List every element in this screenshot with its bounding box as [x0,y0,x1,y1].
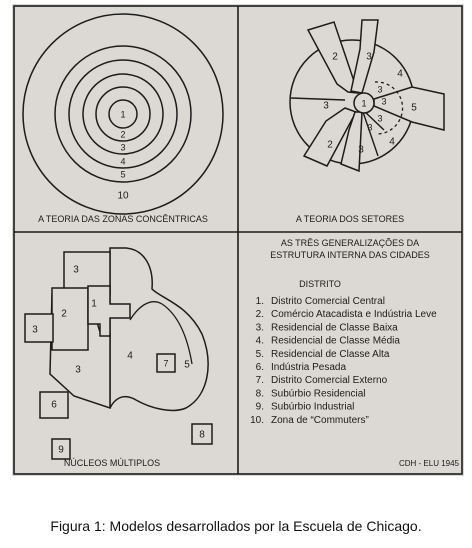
ring-zone-2 [95,86,151,142]
nuclei-label: 5 [184,360,190,371]
nuclei-label: 9 [58,445,64,456]
sector-wedge-3-upper [350,19,379,94]
sector-label: 3 [323,101,329,112]
legend-item-number: 7. [256,375,264,386]
sector-model: 1 2 3 4 5 3 3 3 4 3 2 3 3 A TEORIA DOS S… [289,19,445,224]
sector-divider [363,110,385,131]
nuclei-label: 3 [32,325,38,336]
nuclei-zone-4-outline [109,247,209,412]
sector-label: 3 [366,52,372,63]
legend-item-label: Comércio Atacadista e Indústria Leve [271,309,437,320]
legend-credit: CDH - ELU 1945 [399,459,460,468]
sector-label: 4 [397,69,403,80]
zone-label: 2 [120,129,125,139]
nuclei-label: 6 [51,400,57,411]
sector-label: 3 [367,122,372,132]
sector-label: 4 [389,137,395,148]
legend-item-label: Residencial de Classe Alta [271,349,390,360]
multiple-nuclei-model: 3 1 2 3 3 4 7 5 6 8 9 NÚCLEOS MÚLTIPLOS [24,247,213,468]
legend-title: ESTRUTURA INTERNA DAS CIDADES [270,250,430,260]
ring-zone-1 [108,99,138,129]
nuclei-label: 8 [199,430,205,441]
nuclei-zone-9 [51,438,71,460]
sector-label: 3 [358,145,364,156]
figure-caption: Figura 1: Modelos desarrollados por la E… [50,518,422,534]
nuclei-label: 3 [73,265,79,276]
chicago-models-diagram: 1 2 3 4 5 10 A TEORIA DAS ZONAS CONCÊNTR… [13,5,463,475]
legend-item-number: 9. [256,402,264,413]
legend-item-number: 6. [256,362,264,373]
legend-item-number: 5. [256,349,264,360]
nuclei-zone-7 [156,353,176,373]
legend-panel: AS TRÊS GENERALIZAÇÕES DA ESTRUTURA INTE… [250,238,459,468]
zone-label: 3 [120,142,125,152]
zone-label: 1 [120,109,125,119]
sector-caption: A TEORIA DOS SETORES [296,214,404,224]
legend-item-number: 10. [250,415,264,426]
legend-item-label: Distrito Comercial Externo [271,375,388,386]
legend-item-label: Subúrbio Residencial [271,388,366,399]
legend-item-label: Subúrbio Industrial [271,402,354,413]
legend-item-label: Indústria Pesada [271,362,346,373]
nuclei-zone-6 [39,391,69,419]
sector-label: 3 [381,96,386,106]
legend-item-number: 3. [256,322,264,333]
legend-item-number: 1. [256,296,264,307]
nuclei-zone-3-west [24,313,54,343]
legend-item-number: 4. [256,336,264,347]
ring-zone-10 [22,13,224,215]
nuclei-label: 1 [91,299,97,310]
concentric-caption: A TEORIA DAS ZONAS CONCÊNTRICAS [38,214,208,224]
sector-divider [290,97,346,101]
sector-label: 3 [377,113,382,123]
nuclei-zone-4-inner-line [129,301,193,365]
zone-label: 10 [117,191,129,202]
nuclei-zone-2 [51,287,89,351]
sector-divider [362,111,379,157]
ring-zone-3 [82,73,164,155]
nuclei-zone-8 [191,423,213,445]
legend-list: 1. Distrito Comercial Central 2. Comércio A… [250,296,437,426]
sector-label: 1 [361,98,366,108]
legend-subtitle: DISTRITO [299,279,341,289]
nuclei-caption: NÚCLEOS MÚLTIPLOS [64,458,160,468]
nuclei-label: 2 [61,309,67,320]
nuclei-label: 4 [127,351,133,362]
sector-wedge-5-right [373,86,445,131]
zone-label: 4 [120,156,125,166]
concentric-zones-model: 1 2 3 4 5 10 A TEORIA DAS ZONAS CONCÊNTR… [22,13,224,224]
legend-item-label: Zona de “Commuters” [271,415,369,426]
ring-zone-5 [54,45,192,183]
nuclei-zone-1-cbd [87,285,131,337]
sector-wedge-2-upper [306,21,360,94]
figure-sheet: 1 2 3 4 5 10 A TEORIA DAS ZONAS CONCÊNTR… [12,4,464,476]
sector-label: 2 [327,140,333,151]
sector-cbd-circle [353,92,375,114]
sector-label: 3 [377,84,382,94]
ring-zone-4 [68,59,178,169]
nuclei-label: 7 [163,358,168,368]
sector-label: 2 [332,52,338,63]
nuclei-label: 3 [75,365,81,376]
zone-label: 5 [120,169,125,179]
sector-label: 5 [411,103,417,114]
legend-item-label: Distrito Comercial Central [271,296,385,307]
sector-wedge-2-lower [302,107,358,167]
legend-item-label: Residencial de Classe Média [271,336,400,347]
legend-item-number: 2. [256,309,264,320]
legend-item-label: Residencial de Classe Baixa [271,322,398,333]
legend-title: AS TRÊS GENERALIZAÇÕES DA [281,238,419,248]
legend-item-number: 8. [256,388,264,399]
